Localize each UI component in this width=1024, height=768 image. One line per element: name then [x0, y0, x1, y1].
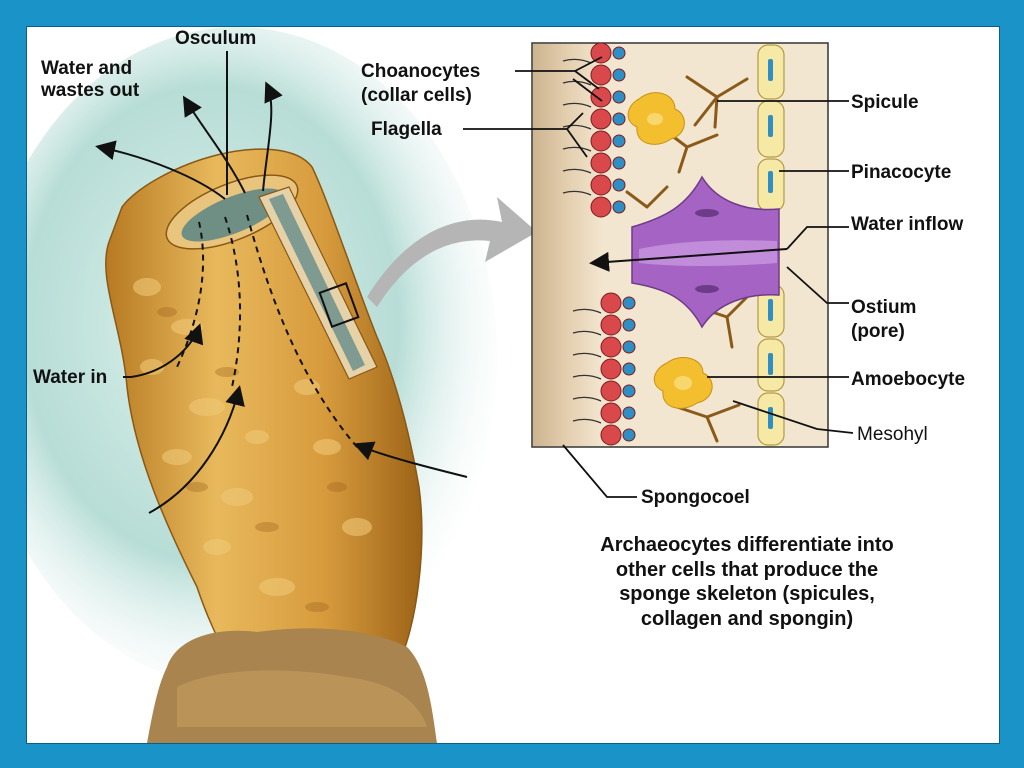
- flagella-strands: [562, 58, 602, 424]
- label-water-out-line2: wastes out: [40, 80, 140, 101]
- pinacocyte-layer: [757, 44, 785, 446]
- label-osculum: Osculum: [175, 28, 256, 49]
- caption-line-4: collagen and spongin): [640, 607, 854, 630]
- internal-flow-lines: [176, 214, 358, 448]
- label-water-out-line1: Water and: [41, 58, 132, 79]
- sponge-body: [105, 148, 437, 743]
- spicules: [625, 75, 749, 443]
- amoebocytes: [627, 92, 713, 409]
- label-spicule: Spicule: [851, 92, 919, 113]
- magnified-region-box: [318, 282, 360, 328]
- archaeocytes-caption: Archaeocytes differentiate into other ce…: [537, 533, 957, 631]
- magnified-panel: [531, 42, 829, 448]
- leader-lines: [463, 56, 854, 498]
- sponge-diagram: Osculum Water and wastes out Water in Ch…: [27, 27, 965, 743]
- label-ostium-line1: Ostium: [851, 297, 916, 318]
- label-pinacocyte: Pinacocyte: [851, 162, 951, 183]
- slide-frame: Osculum Water and wastes out Water in Ch…: [26, 26, 1000, 744]
- caption-line-3: sponge skeleton (spicules,: [619, 583, 875, 605]
- ostium-pore: [631, 175, 780, 329]
- label-water-inflow: Water inflow: [851, 214, 963, 235]
- zoom-arrow: [367, 197, 537, 307]
- label-flagella: Flagella: [371, 119, 442, 140]
- caption-line-2: other cells that produce the: [615, 558, 879, 581]
- label-water-in: Water in: [33, 367, 107, 388]
- label-amoebocyte: Amoebocyte: [851, 369, 965, 390]
- label-ostium-line2: (pore): [851, 321, 905, 342]
- label-mesohyl: Mesohyl: [857, 424, 928, 445]
- water-out-arrows: [95, 81, 283, 200]
- water-in-arrows: [130, 323, 468, 514]
- choanocyte-stack-upper: [590, 42, 626, 218]
- label-choanocytes-line1: Choanocytes: [361, 61, 480, 82]
- label-choanocytes-line2: (collar cells): [361, 85, 472, 106]
- label-spongocoel: Spongocoel: [641, 487, 750, 508]
- caption-line-1: Archaeocytes differentiate into: [600, 534, 894, 556]
- choanocyte-stack-lower: [600, 292, 636, 446]
- water-inflow-arrow: [589, 248, 788, 272]
